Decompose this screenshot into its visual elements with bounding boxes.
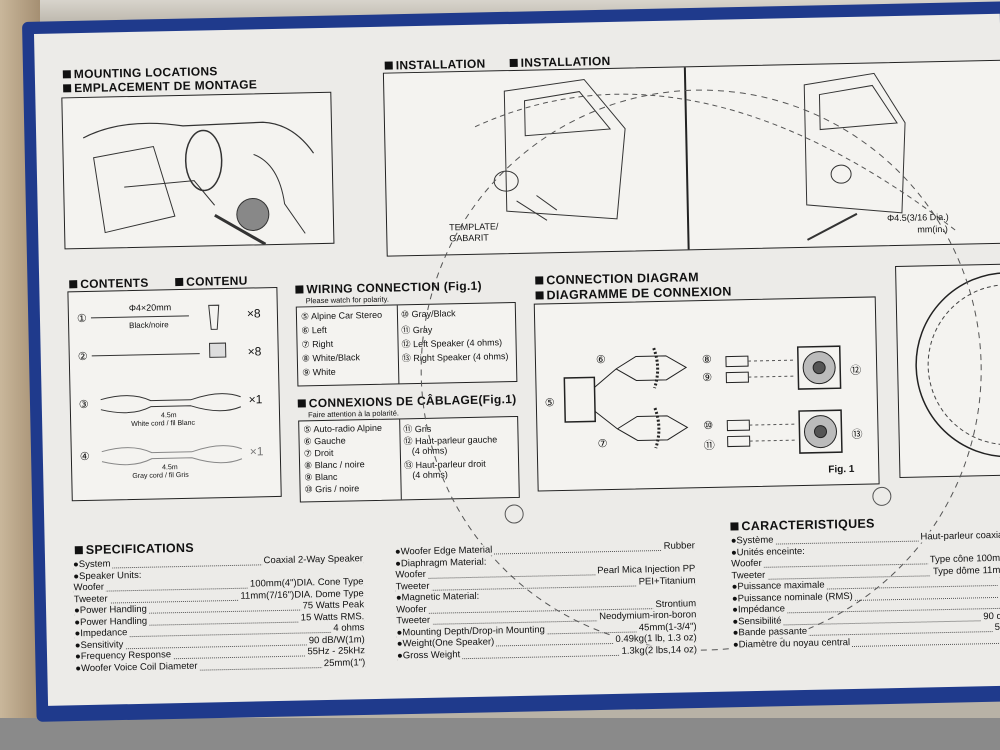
white-cord-icon: [100, 393, 241, 402]
specs-title: SPECIFICATIONS: [75, 541, 194, 557]
spec2-value: Rubber: [661, 540, 695, 552]
caract-value: 90 dB/ W: [981, 609, 1000, 622]
template-circle: [915, 271, 1000, 458]
caract-label: ●Système: [730, 534, 776, 547]
spec2-label: Tweeter: [396, 614, 433, 627]
caract-label: Woofer: [731, 557, 764, 570]
spec2-value: Strontium: [653, 597, 697, 610]
caract-label: ●Unités enceinte:: [730, 545, 807, 559]
caract-title: CARACTERISTIQUES: [730, 517, 875, 534]
caract-value: Haut-parleur coaxial 2 v: [918, 529, 1000, 543]
spec-label: Tweeter: [73, 593, 110, 605]
caract-label: ●Bande passante: [732, 625, 810, 639]
template-circle-frame: [895, 263, 1000, 478]
caract-value: Type dôme 11mm de: [930, 563, 1000, 577]
box-panel: MOUNTING LOCATIONS EMPLACEMENT DE MONTAG…: [34, 13, 1000, 706]
wiring-schematic: [563, 345, 843, 454]
spec-value: 90 dB/W(1m): [306, 633, 365, 646]
car-interior-drawing: [82, 121, 315, 246]
mounting-illustration: [61, 91, 335, 250]
spec2-label: ●Diaphragm Material:: [395, 556, 489, 570]
spec-label: Woofer: [73, 581, 107, 594]
contents-box: ① Φ4×20mm Black/noire ×8 ② ×8 ③ ×1 4.5m …: [67, 286, 282, 502]
connection-diagram: ⑤ ⑥ ⑦ ⑧ ⑨ ⑩ ⑪ ⑫ ⑬ Fig. 1: [533, 296, 880, 492]
spec-value: 55Hz - 25kHz: [305, 645, 366, 658]
caract-value: Type cône 100mm de: [927, 552, 1000, 566]
spec2-value: 45mm(1-3/4"): [636, 620, 697, 634]
gray-cord-icon: [101, 445, 242, 454]
spec-value: 15 Watts RMS.: [298, 610, 365, 624]
spec2-label: ●Magnetic Material:: [395, 590, 482, 604]
spec2-value: PEI+Titanium: [636, 574, 696, 587]
screw-icon: [208, 304, 220, 330]
spec2-label: ●Weight(One Speaker): [396, 636, 497, 650]
spec-label: ●Impedance: [74, 627, 130, 640]
caract-label: Tweeter: [731, 569, 768, 582]
spec2-label: ●Gross Weight: [396, 648, 463, 662]
spec2-label: Woofer: [396, 603, 429, 616]
spec-label: ●Power Handling: [74, 615, 150, 628]
template-dashed-arc: [420, 89, 982, 651]
spec2-value: 1.3kg(2 lbs,14 oz): [619, 643, 698, 657]
left-speaker-icon: [796, 345, 842, 390]
spec2-label: Tweeter: [395, 580, 432, 593]
spec2-label: Woofer: [395, 568, 428, 581]
spec-label: ●Speaker Units:: [73, 569, 144, 582]
clip-icon: [209, 342, 227, 358]
caract-label: ●Sensibilité: [732, 614, 784, 628]
spec-value: 75 Watts Peak: [300, 599, 365, 612]
caract-label: ●Impédance: [732, 603, 788, 616]
background-floor: [0, 718, 1000, 750]
spec-label: ●Sensitivity: [74, 638, 126, 651]
contents-drawings: [90, 304, 243, 466]
caract-value: 55Hz -: [992, 621, 1000, 634]
spec-label: ●Power Handling: [73, 603, 149, 617]
spec-value: Coaxial 2-Way Speaker: [261, 553, 364, 567]
spec-label: ●System: [73, 558, 113, 571]
spec-value: 4 ohms: [331, 622, 365, 634]
right-speaker-icon: [798, 409, 843, 454]
spec-value: 25mm(1"): [321, 656, 366, 669]
